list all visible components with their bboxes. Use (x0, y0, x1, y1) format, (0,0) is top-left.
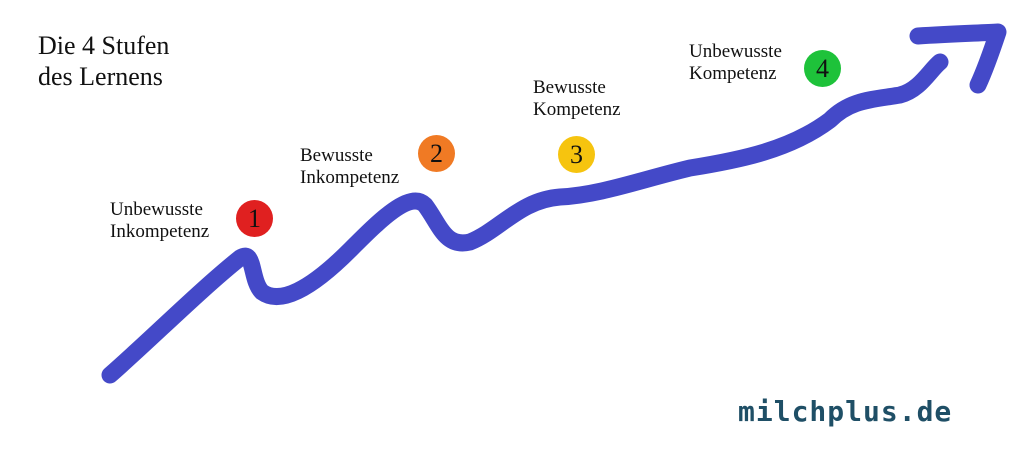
stage-4-number: 4 (816, 53, 829, 83)
stage-2-label-line-2: Inkompetenz (300, 167, 400, 188)
stage-1-number: 1 (248, 203, 261, 233)
stage-4-badge: 4 (804, 50, 841, 87)
arrow-head-path (909, 23, 1007, 94)
brand-logo: milchplus.de (738, 395, 953, 428)
stage-2-number: 2 (430, 138, 443, 168)
stage-2-label-line-1: Bewusste (300, 145, 373, 166)
stage-4-label: Unbewusste Kompetenz (689, 41, 782, 85)
stage-2-label: Bewusste Inkompetenz (300, 145, 399, 189)
stage-3-label: Bewusste Kompetenz (533, 77, 621, 121)
diagram-title: Die 4 Stufen des Lernens (38, 30, 169, 92)
stage-1-label: Unbewusste Inkompetenz (110, 199, 209, 243)
title-line-2: des Lernens (38, 62, 163, 91)
stage-1-label-line-1: Unbewusste (110, 199, 203, 220)
title-line-1: Die 4 Stufen (38, 31, 170, 60)
stage-4-label-line-2: Kompetenz (689, 63, 777, 84)
stage-3-label-line-2: Kompetenz (533, 99, 621, 120)
stage-3-label-line-1: Bewusste (533, 77, 606, 98)
stage-3-number: 3 (570, 139, 583, 169)
stage-2-badge: 2 (418, 135, 455, 172)
stage-1-badge: 1 (236, 200, 273, 237)
learning-curve-path (101, 53, 949, 384)
stage-1-label-line-2: Inkompetenz (110, 221, 210, 242)
stage-3-badge: 3 (558, 136, 595, 173)
stage-4-label-line-1: Unbewusste (689, 41, 782, 62)
